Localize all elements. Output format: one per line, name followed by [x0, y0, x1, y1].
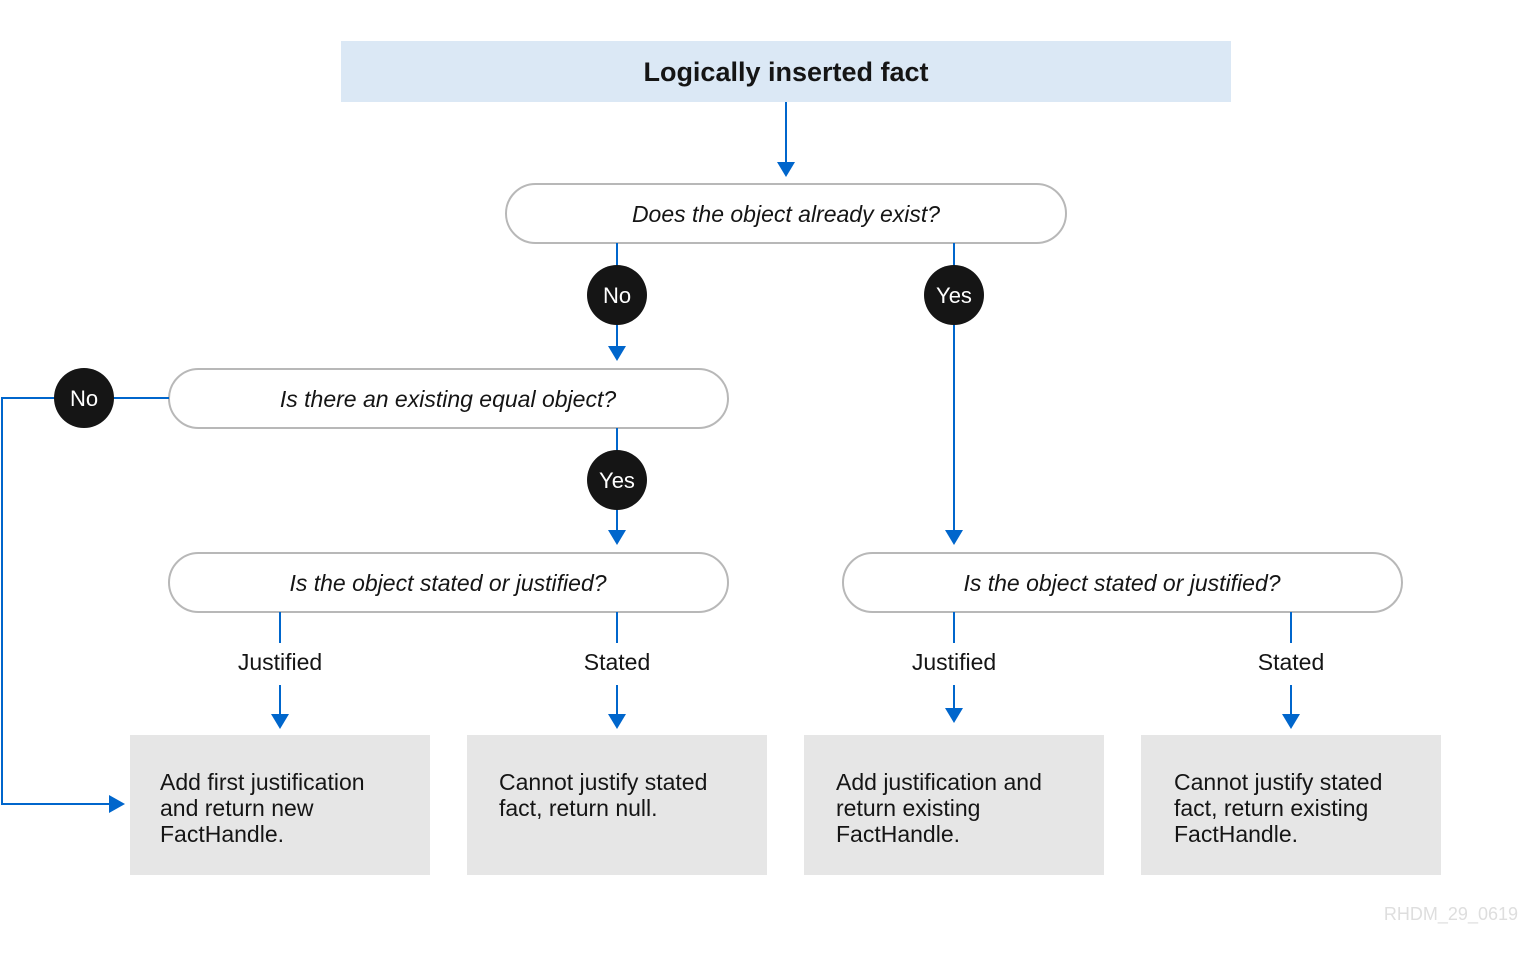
result-r2-text: Cannot justify stated fact, return null.: [499, 769, 714, 821]
edge-q4-stated-label: Stated: [1258, 649, 1325, 675]
decision-q2-label: Is there an existing equal object?: [280, 386, 616, 412]
badge-q1-yes: Yes: [924, 265, 984, 325]
badge-q1-yes-label: Yes: [936, 283, 972, 308]
badge-q2-no: No: [54, 368, 114, 428]
decision-q4: Is the object stated or justified?: [842, 552, 1403, 613]
edge-q4-stated: Stated: [1258, 612, 1325, 729]
badge-q2-no-label: No: [70, 386, 98, 411]
figure-id-watermark: RHDM_29_0619: [1384, 904, 1518, 925]
result-r3: Add justification and return existing Fa…: [804, 735, 1104, 875]
result-r2: Cannot justify stated fact, return null.: [467, 735, 767, 875]
decision-q4-label: Is the object stated or justified?: [963, 570, 1280, 596]
edge-q3-stated-label: Stated: [584, 649, 651, 675]
badge-q2-yes-label: Yes: [599, 468, 635, 493]
decision-q2: Is there an existing equal object?: [168, 368, 729, 429]
badge-q2-yes: Yes: [587, 450, 647, 510]
result-r1-text: Add first justification and return new F…: [160, 769, 371, 847]
edge-q4-justified: Justified: [912, 612, 996, 723]
edge-start-to-q1: [777, 102, 795, 177]
result-r4: Cannot justify stated fact, return exist…: [1141, 735, 1441, 875]
start-node-label: Logically inserted fact: [643, 57, 928, 87]
edge-q3-stated: Stated: [584, 612, 651, 729]
result-r1: Add first justification and return new F…: [130, 735, 430, 875]
edge-q4-justified-label: Justified: [912, 649, 996, 675]
result-r4-text: Cannot justify stated fact, return exist…: [1174, 769, 1389, 847]
decision-q3: Is the object stated or justified?: [168, 552, 729, 613]
decision-q3-label: Is the object stated or justified?: [289, 570, 606, 596]
result-r3-text: Add justification and return existing Fa…: [836, 769, 1048, 847]
badge-q1-no: No: [587, 265, 647, 325]
edge-q3-justified-label: Justified: [238, 649, 322, 675]
decision-q1: Does the object already exist?: [505, 183, 1067, 244]
badge-q1-no-label: No: [603, 283, 631, 308]
edge-q3-justified: Justified: [238, 612, 322, 729]
decision-q1-label: Does the object already exist?: [632, 201, 940, 227]
start-node: Logically inserted fact: [341, 41, 1231, 102]
